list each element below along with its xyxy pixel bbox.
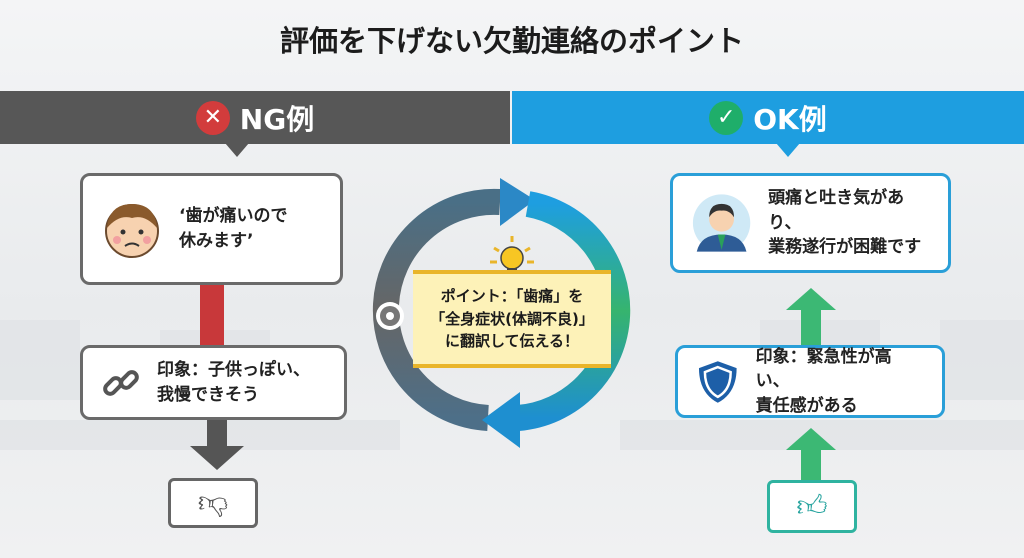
broken-link-icon (103, 369, 139, 396)
ok-arrow-up-icon (786, 288, 836, 310)
x-circle-icon: ✕ (195, 100, 230, 135)
ok-impression-line1: 印象：緊急性が高い、 (755, 346, 892, 392)
ng-connector (200, 280, 224, 346)
key-point-box: ポイント：「歯痛」を 「全身症状(体調不良)」 に翻訳して伝える！ (413, 270, 611, 368)
sad-child-avatar-icon (105, 204, 159, 258)
ok-arrow-shaft (801, 309, 821, 346)
ng-arrow-shaft (207, 420, 227, 448)
ok-header-pointer (776, 143, 800, 157)
ng-impression-line1: 印象：子供っぽい、 (157, 359, 310, 380)
ok-header-label: OK例 (753, 102, 827, 136)
cycle-arrows (372, 178, 631, 448)
ng-message-line1: ‘歯が痛いので (179, 206, 288, 227)
point-line3: に翻訳して伝える！ (444, 332, 580, 351)
ok-impression-card: 印象：緊急性が高い、責任感がある (675, 345, 945, 418)
ng-impression-line2: 我慢できそう (157, 384, 259, 405)
ng-impression-card: 印象：子供っぽい、我慢できそう (80, 345, 347, 420)
ng-header: ✕ NG例 (0, 91, 510, 144)
thumbs-down-icon: 👎︎ (197, 485, 229, 520)
thumbs-down-box: 👎︎ (168, 478, 258, 528)
ok-impression-line2: 責任感がある (755, 395, 858, 416)
thumbs-up-icon: 👍︎ (796, 488, 828, 524)
check-circle-icon: ✓ (709, 100, 744, 135)
point-line1: ポイント：「歯痛」を (440, 287, 584, 306)
ng-header-label: NG例 (239, 102, 315, 136)
thumbs-up-box: 👍︎ (767, 480, 857, 533)
shield-icon (698, 360, 737, 403)
ok-message-line2: 業務遂行が困難です (768, 237, 922, 258)
ng-message-card: ‘歯が痛いので休みます’ (80, 173, 343, 285)
ok-message-line1: 頭痛と吐き気があり、 (768, 188, 905, 233)
ok-arrow-up-icon-2 (786, 428, 836, 450)
arrowhead-right-icon (500, 178, 535, 226)
arrowhead-left-icon (482, 392, 520, 448)
page-title: 評価を下げない欠勤連絡のポイント (279, 24, 744, 58)
point-line2: 「全身症状(体調不良)」 (430, 309, 594, 328)
ok-arrow-shaft-2 (801, 449, 821, 481)
ok-message-card: 頭痛と吐き気があり、業務遂行が困難です (670, 173, 951, 273)
ng-header-pointer (225, 143, 249, 157)
businessman-avatar-icon (692, 194, 751, 252)
ng-message-line2: 休みます’ (179, 231, 254, 251)
gradient-arc (516, 191, 631, 431)
ng-arrow-down-icon (190, 446, 244, 470)
gear-icon (376, 302, 404, 330)
ok-header: ✓ OK例 (512, 91, 1024, 144)
